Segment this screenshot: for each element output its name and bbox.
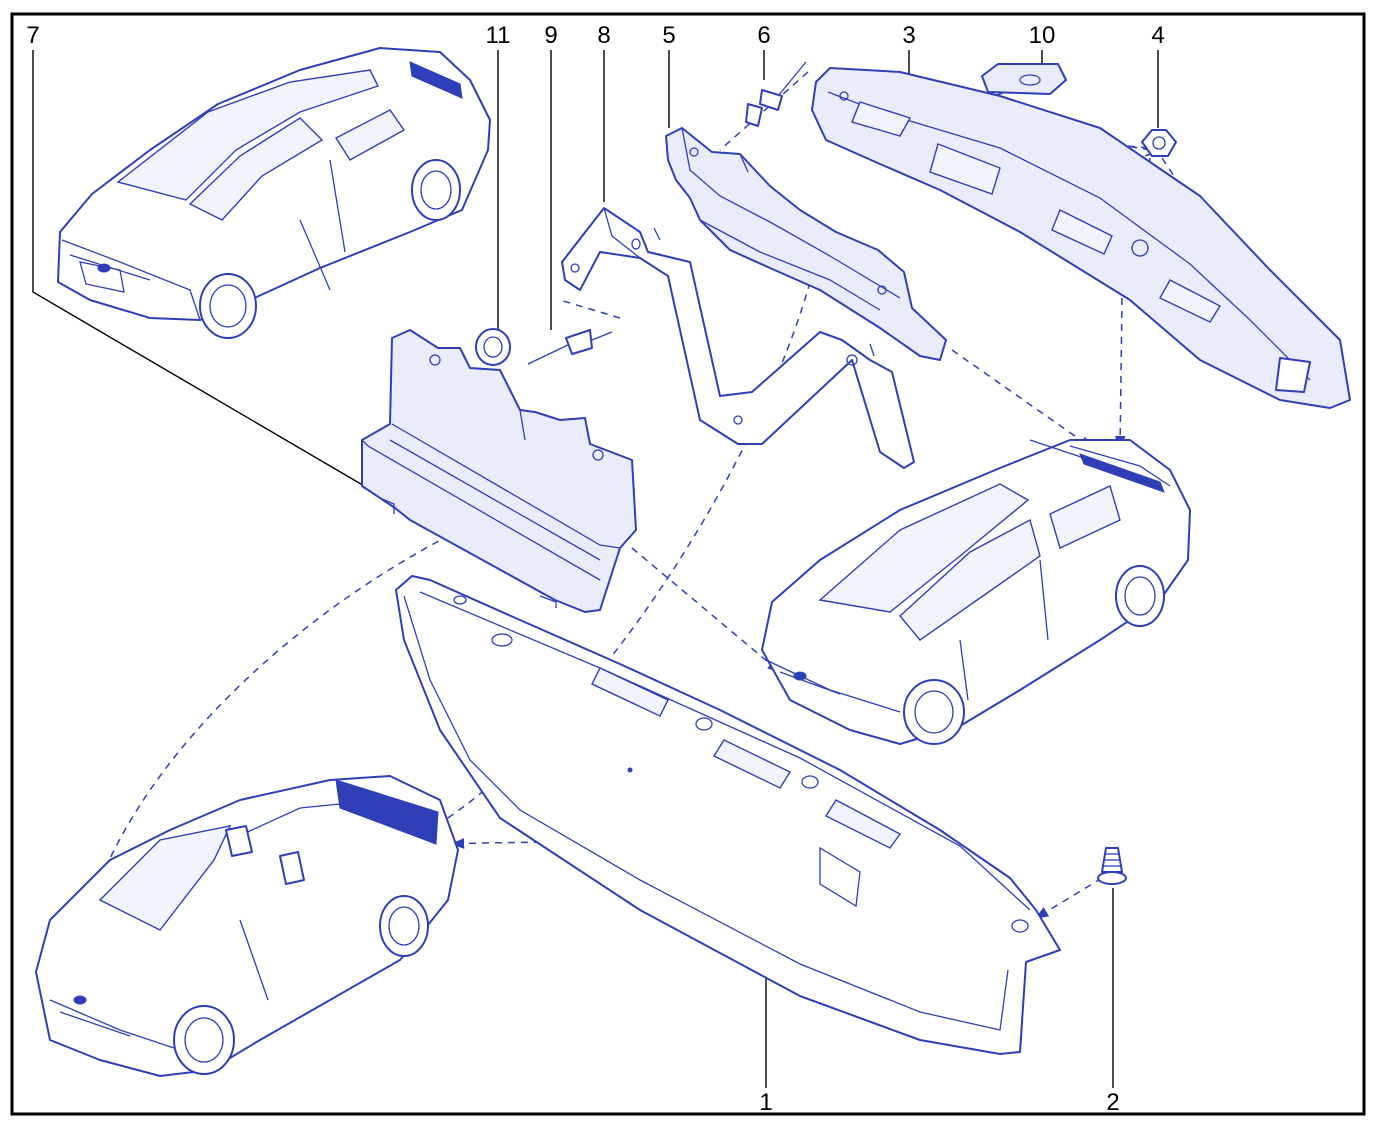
part-8-frame-bracket	[561, 207, 915, 469]
callout-4: 4	[1151, 22, 1164, 49]
callout-8: 8	[597, 22, 610, 49]
callout-3: 3	[902, 22, 915, 49]
part-2-screw	[1097, 847, 1127, 885]
callout-5: 5	[662, 22, 675, 49]
part-9-rivet	[527, 329, 613, 365]
vehicle-estate	[761, 439, 1191, 745]
leader-lines	[32, 50, 1159, 1088]
callout-10: 10	[1029, 22, 1056, 49]
part-10-switch	[981, 63, 1067, 95]
leader-7	[32, 50, 367, 488]
part-5-bracket	[665, 127, 947, 361]
diagram-frame	[10, 12, 1366, 1116]
callout-6: 6	[757, 22, 770, 49]
part-7-support-bracket	[361, 329, 637, 613]
callout-11: 11	[486, 22, 511, 49]
vehicle-convertible	[35, 775, 459, 1077]
callout-1: 1	[759, 1089, 772, 1116]
part-1-trim-panel	[395, 575, 1061, 1055]
callout-9: 9	[544, 22, 557, 49]
vehicle-sedan	[57, 47, 491, 339]
part-11-washer	[475, 328, 511, 366]
part-3-handle-bar	[811, 67, 1351, 409]
part-6-rivet	[745, 61, 807, 127]
callout-2: 2	[1106, 1089, 1119, 1116]
callout-7: 7	[26, 22, 39, 49]
part-4-clip-nut	[1141, 129, 1177, 157]
callout-labels: 7 11 9 8 5 6 3 10 4 1 2	[26, 22, 1164, 1116]
